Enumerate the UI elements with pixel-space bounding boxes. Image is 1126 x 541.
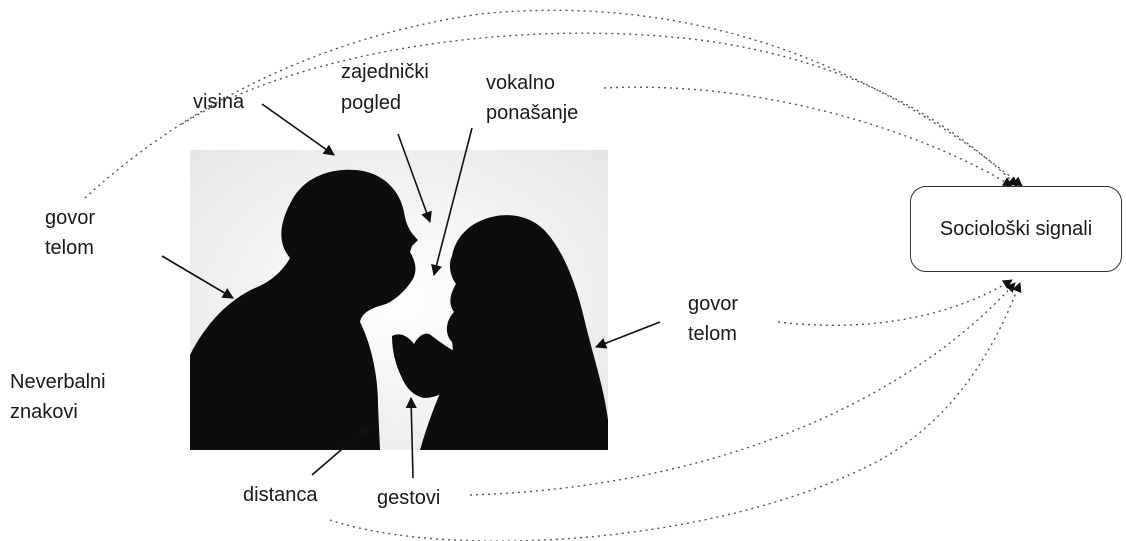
label-vokalno-line1: vokalno <box>486 69 555 98</box>
label-govor-telom-right-line2: telom <box>688 320 737 349</box>
dotted-from-vokalno <box>604 87 1012 186</box>
socioloski-signali-label: Sociološki signali <box>940 218 1092 241</box>
dotted-from-govor-right <box>778 280 1012 325</box>
label-neverbalni-line1: Neverbalni <box>10 368 106 397</box>
arrow-visina <box>262 104 334 155</box>
label-distanca: distanca <box>243 481 318 510</box>
label-zajednicki-line1: zajednički <box>341 58 429 87</box>
label-neverbalni-line2: znakovi <box>10 398 78 427</box>
socioloski-signali-box: Sociološki signali <box>910 186 1122 272</box>
label-zajednicki-line2: pogled <box>341 89 401 118</box>
label-govor-telom-left-line2: telom <box>45 234 94 263</box>
label-govor-telom-left-line1: govor <box>45 204 95 233</box>
label-govor-telom-right-line1: govor <box>688 290 738 319</box>
label-vokalno-line2: ponašanje <box>486 99 578 128</box>
label-gestovi: gestovi <box>377 484 440 513</box>
label-visina: visina <box>193 88 244 117</box>
couple-arguing-photo <box>190 150 608 450</box>
